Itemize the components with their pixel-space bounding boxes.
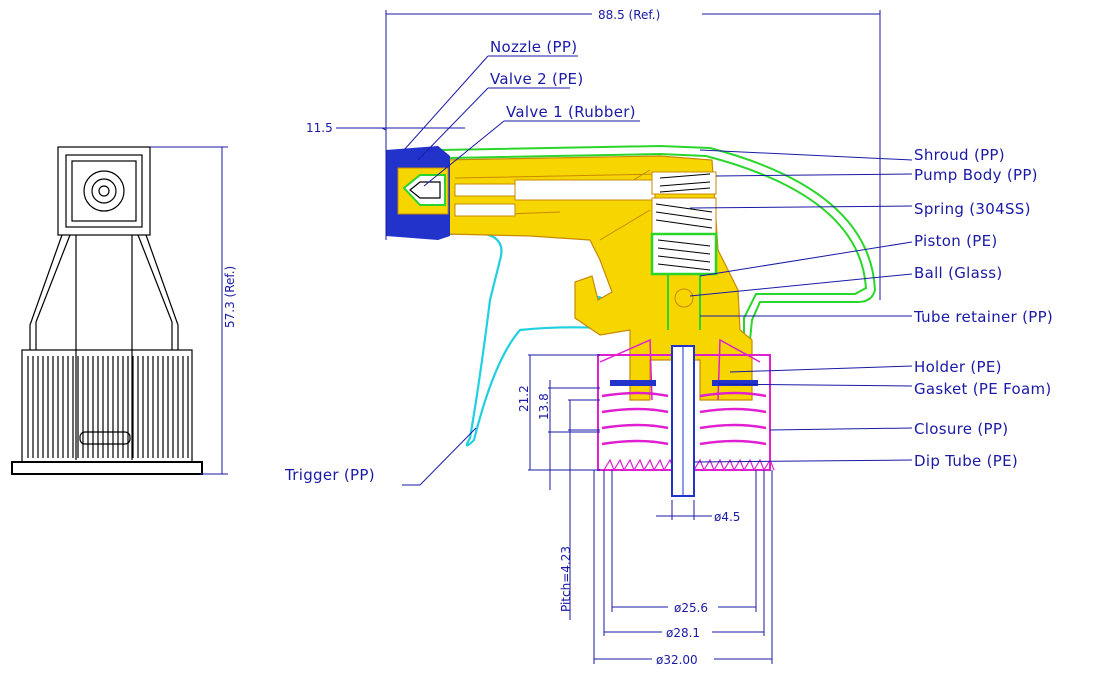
front-nozzle-inner <box>65 154 143 228</box>
label-trigger: Trigger (PP) <box>284 466 375 484</box>
section-view <box>386 144 877 497</box>
piston-rod <box>667 274 701 330</box>
dim-thread-dia: ø28.1 <box>666 626 700 640</box>
callouts: Nozzle (PP) Valve 2 (PE) Valve 1 (Rubber… <box>284 38 1053 486</box>
closure-serration <box>703 458 715 471</box>
shroud-outline <box>439 144 877 341</box>
closure-serration <box>653 458 665 471</box>
front-view: 57.3 (Ref.) <box>11 146 237 475</box>
closure-serration <box>743 458 755 471</box>
dimension-lines: 88.5 (Ref.) 11.5 21.2 13.8 Pitch=4.23 ø4… <box>306 6 881 667</box>
label-spring: Spring (304SS) <box>914 200 1031 218</box>
front-orifice-ring2 <box>91 178 117 204</box>
front-orifice <box>98 185 110 197</box>
dim-inner-dia: ø25.6 <box>674 601 708 615</box>
front-orifice-ring <box>83 170 125 212</box>
closure-serration <box>603 458 615 471</box>
ball <box>674 288 694 308</box>
closure-serration <box>723 458 735 471</box>
thread-line <box>601 391 767 398</box>
channel-3 <box>514 179 656 201</box>
thread-line <box>601 423 767 430</box>
front-body-outline <box>29 234 179 350</box>
label-nozzle: Nozzle (PP) <box>490 38 577 56</box>
closure-serration <box>613 458 625 471</box>
closure-serration <box>763 458 775 471</box>
closure-serration <box>643 458 655 471</box>
front-nozzle-frame <box>57 146 151 236</box>
valve-chamber <box>651 171 717 195</box>
label-dip-tube: Dip Tube (PE) <box>914 452 1018 470</box>
thread-line <box>601 439 767 446</box>
dim-nozzle-offset: 11.5 <box>306 121 333 135</box>
label-valve-2: Valve 2 (PE) <box>490 70 583 88</box>
front-trigger-lines <box>75 235 133 460</box>
label-shroud: Shroud (PP) <box>914 146 1005 164</box>
spring-upper <box>655 203 713 229</box>
closure-serration <box>623 458 635 471</box>
closure-serration <box>633 458 645 471</box>
valve-spring-small <box>659 173 711 193</box>
closure-serration <box>693 458 705 471</box>
label-closure: Closure (PP) <box>914 420 1008 438</box>
channel-1 <box>454 183 516 197</box>
label-valve-1: Valve 1 (Rubber) <box>506 103 636 121</box>
closure-serration <box>753 458 765 471</box>
label-gasket: Gasket (PE Foam) <box>914 380 1052 398</box>
dim-outer-dia: ø32.00 <box>656 653 698 667</box>
closure-serration <box>733 458 745 471</box>
dim-overall-width: 88.5 (Ref.) <box>598 8 660 22</box>
dim-dip-tube-dia: ø4.5 <box>714 510 740 524</box>
dim-height: 57.3 (Ref.) <box>223 266 237 328</box>
gasket-right <box>712 380 758 386</box>
front-nozzle-inner2 <box>71 160 137 222</box>
dim-closure-height: 21.2 <box>517 385 531 412</box>
trigger-outline <box>449 231 601 447</box>
thread-line <box>601 407 767 414</box>
dim-thread-height: 13.8 <box>537 393 551 420</box>
label-holder: Holder (PE) <box>914 358 1002 376</box>
dim-pitch: Pitch=4.23 <box>559 546 573 612</box>
valve-1-core <box>409 181 441 199</box>
channel-2 <box>454 203 516 217</box>
label-ball: Ball (Glass) <box>914 264 1003 282</box>
front-closure-base <box>11 461 203 475</box>
label-tube-retainer: Tube retainer (PP) <box>913 308 1053 326</box>
front-body-inner <box>35 234 173 350</box>
spring-lower <box>657 239 711 271</box>
gasket-left <box>610 380 656 386</box>
label-piston: Piston (PE) <box>914 232 998 250</box>
closure-serration <box>713 458 725 471</box>
front-trigger-slot <box>79 431 131 445</box>
front-closure-ribs <box>27 356 189 458</box>
label-pump-body: Pump Body (PP) <box>914 166 1038 184</box>
